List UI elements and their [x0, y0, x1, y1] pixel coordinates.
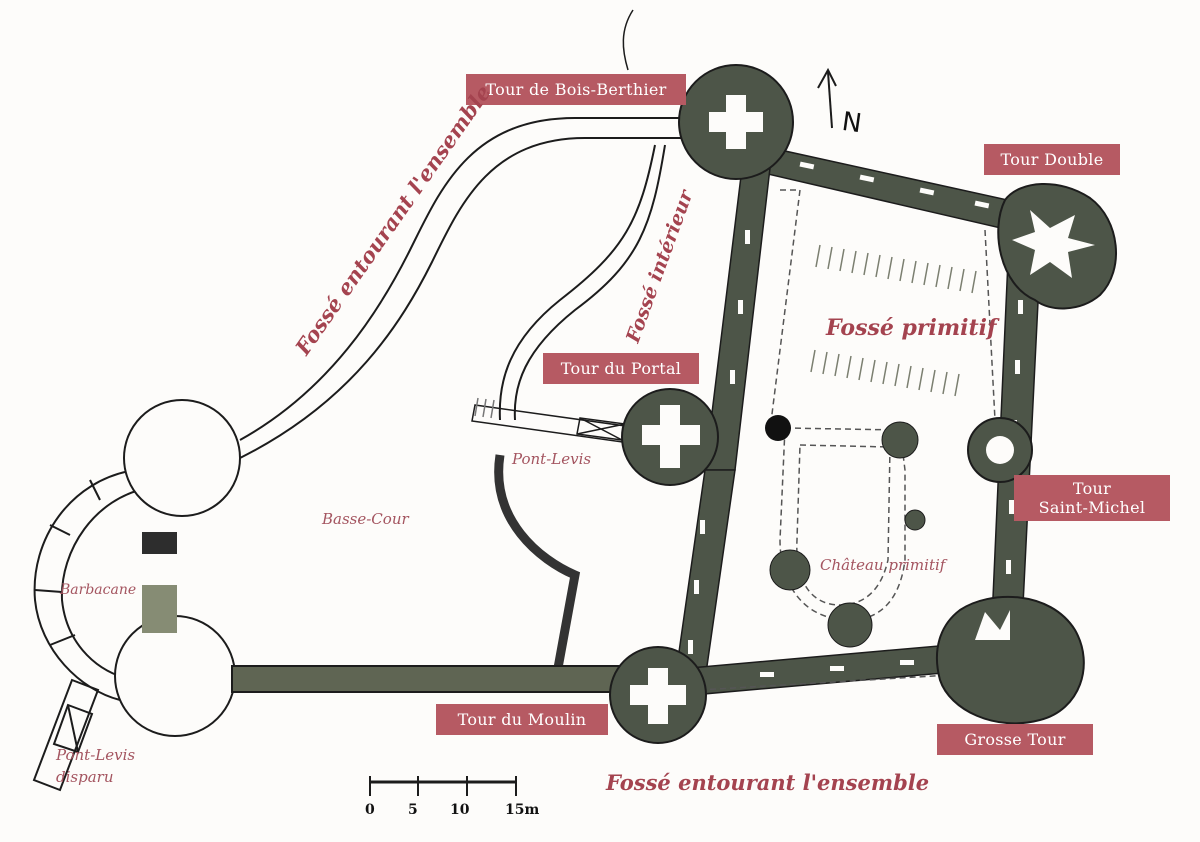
counterscarp-wall [494, 454, 581, 669]
outer-moat [239, 117, 690, 459]
label-tour-saint-michel-line1: Tour [1072, 479, 1112, 498]
label-tour-moulin: Tour du Moulin [436, 704, 608, 735]
barbican-gate-block [142, 532, 177, 554]
label-tour-double: Tour Double [984, 144, 1120, 175]
label-barbacane: Barbacane [60, 582, 137, 598]
label-pont-levis-disparu-line2: disparu [56, 768, 114, 786]
label-pont-levis: Pont-Levis [512, 450, 592, 468]
scale-tick-15m: 15m [505, 802, 540, 818]
label-tour-portal: Tour du Portal [543, 353, 699, 384]
label-pont-levis-disparu: Pont-Levis disparu [56, 744, 135, 788]
label-fosse-ensemble-bottom: Fossé entourant l'ensemble [606, 770, 930, 795]
well [765, 415, 791, 441]
tower-grosse-shape [936, 595, 1085, 725]
lost-drawbridge [32, 678, 100, 792]
enclosure-wall-slits [688, 161, 1023, 677]
tower-bois-berthier-shape [678, 64, 794, 180]
tower-moulin-shape [609, 646, 707, 744]
scale-tick-0: 0 [365, 802, 375, 818]
tower-saint-michel-shape [967, 417, 1033, 483]
scale-tick-5: 5 [408, 802, 418, 818]
tower-double-shape [997, 182, 1117, 310]
north-letter: N [840, 106, 864, 140]
portal-drawbridge [471, 404, 641, 445]
barbican-tower-south [114, 615, 236, 737]
label-tour-saint-michel-line2: Saint-Michel [1038, 498, 1146, 517]
pencil-stroke [622, 9, 634, 71]
label-chateau-primitif: Château primitif [820, 556, 946, 574]
primitive-moat-hatching [810, 244, 977, 397]
label-tour-bois-berthier: Tour de Bois-Berthier [466, 74, 686, 105]
scale-tick-10: 10 [450, 802, 470, 818]
south-curtain-wall [231, 665, 633, 693]
label-fosse-primitif: Fossé primitif [826, 315, 997, 341]
scale-bar [369, 776, 517, 796]
portal-drawbridge-hatch [474, 397, 495, 419]
label-basse-cour: Basse-Cour [322, 510, 409, 528]
barbican-tower-north [123, 399, 241, 517]
inner-moat [498, 144, 666, 421]
barbican [33, 469, 149, 701]
barbican-wall-hatch [142, 585, 177, 633]
label-tour-saint-michel: Tour Saint-Michel [1014, 475, 1170, 521]
label-grosse-tour: Grosse Tour [937, 724, 1093, 755]
label-pont-levis-disparu-line1: Pont-Levis [56, 746, 136, 764]
north-arrow [817, 67, 837, 129]
primitive-castle-towers [769, 421, 926, 648]
tower-portal-shape [621, 388, 719, 486]
